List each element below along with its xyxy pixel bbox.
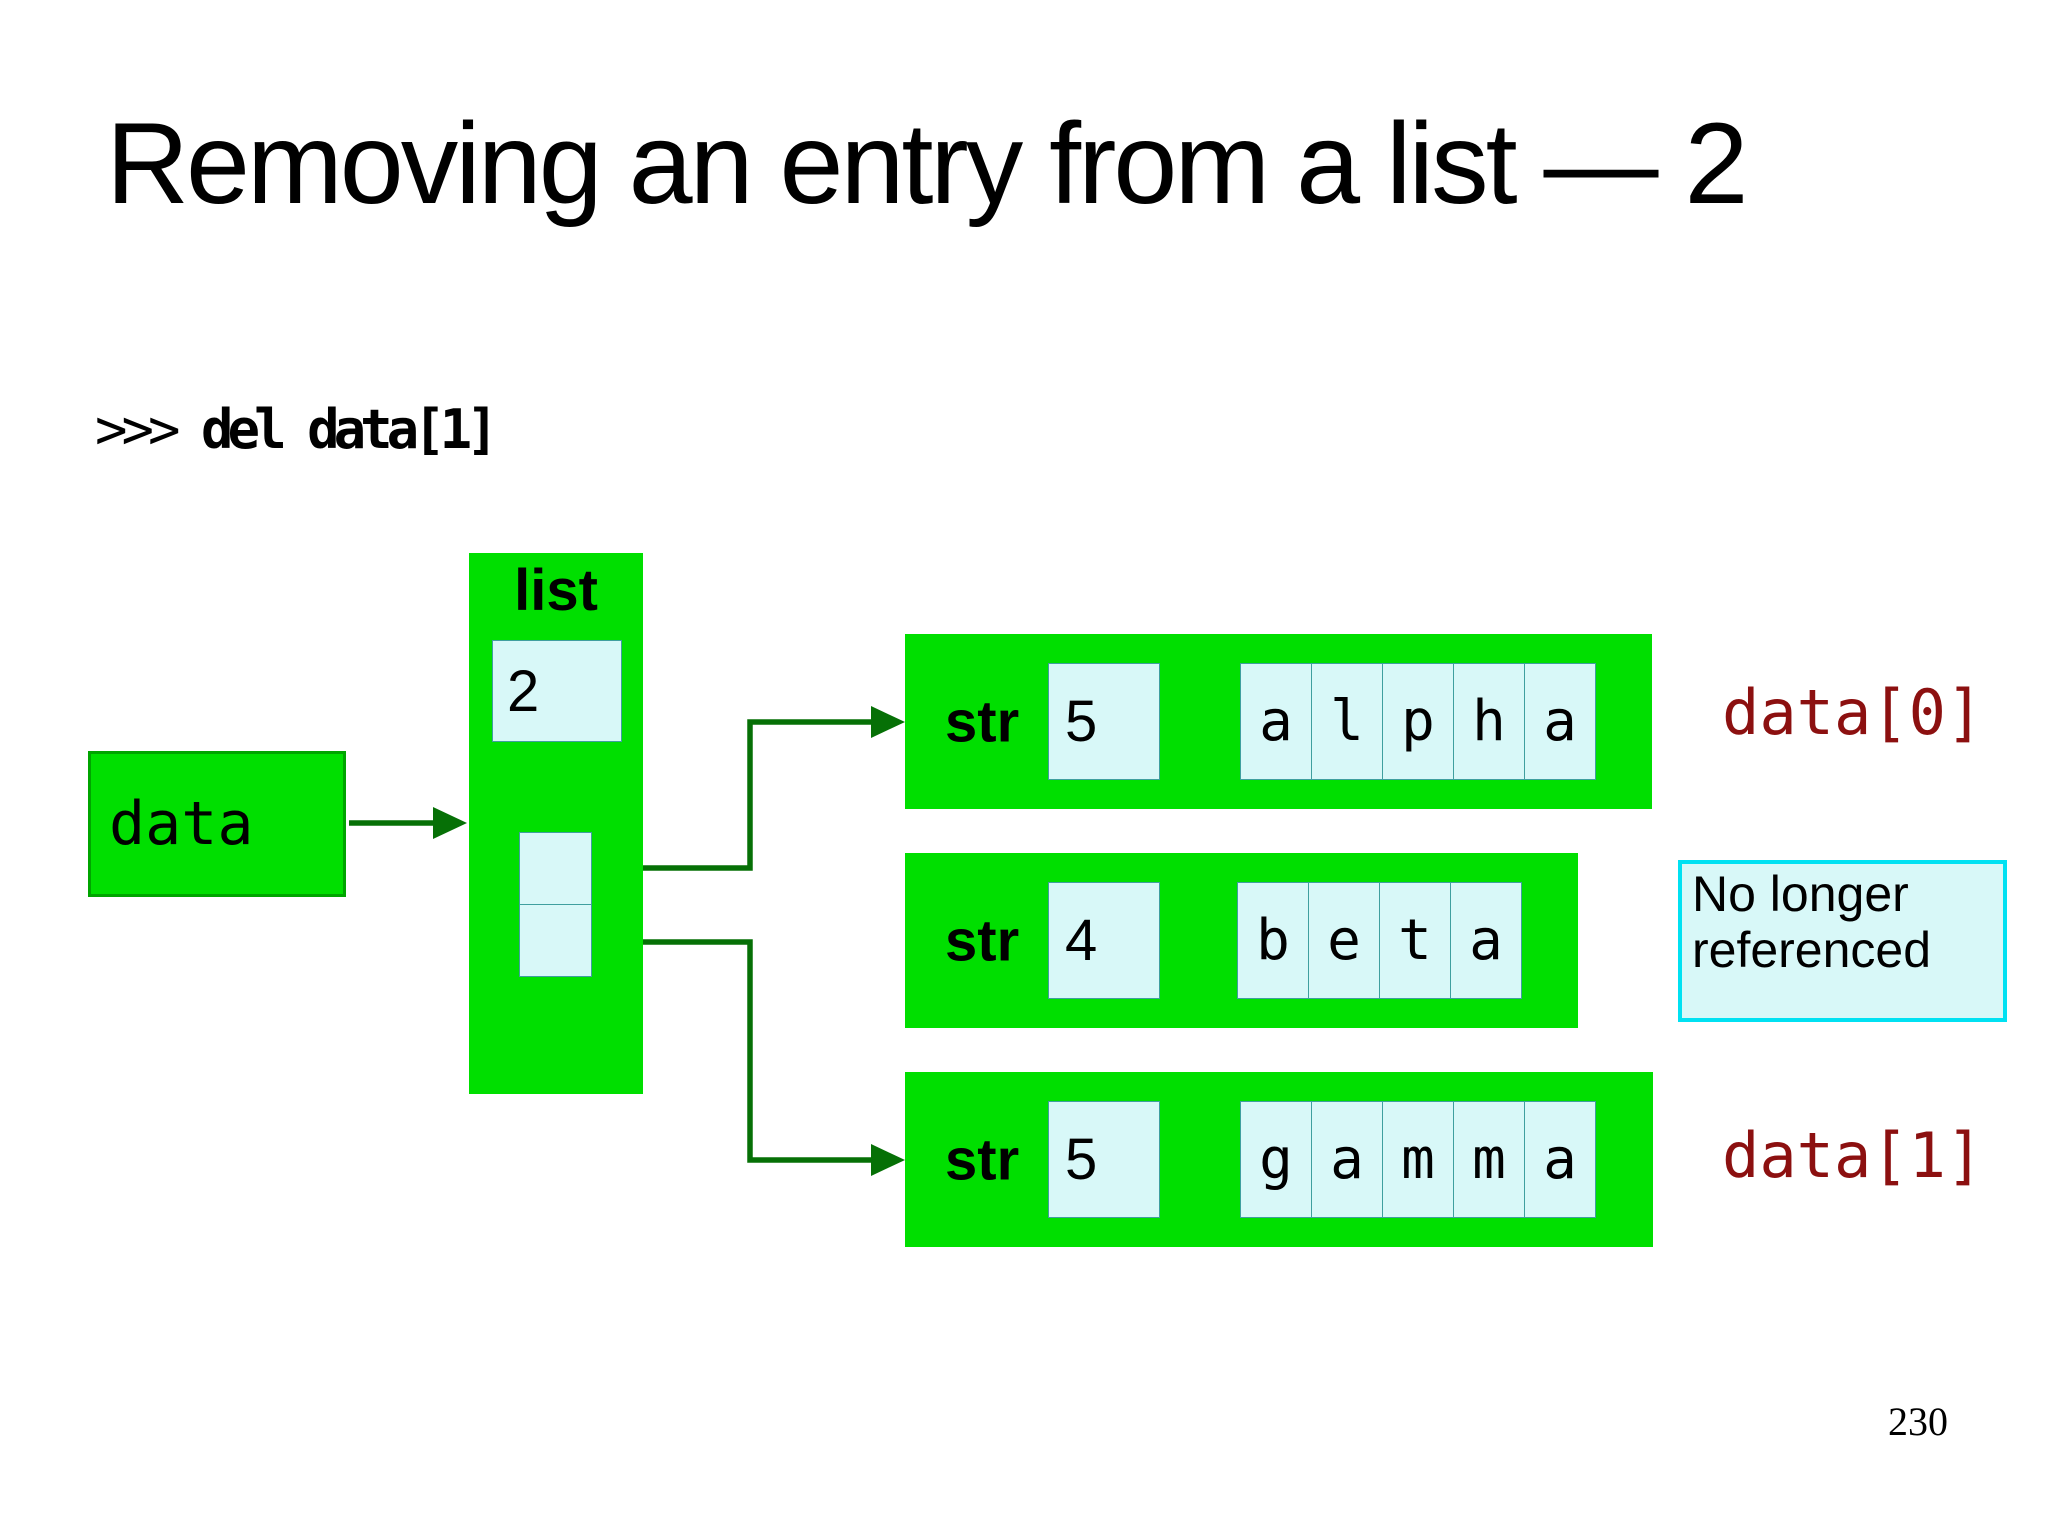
- arrowhead-data-to-list: [433, 807, 467, 839]
- python-code-line: >>> del data[1]: [95, 398, 499, 461]
- annotation-data1: data[1]: [1722, 1119, 1984, 1192]
- char-cell: m: [1382, 1101, 1454, 1218]
- char-cell: a: [1311, 1101, 1383, 1218]
- char-cell: p: [1382, 663, 1454, 780]
- str-type-label: str: [945, 689, 1020, 754]
- no-longer-referenced-note: No longer referenced: [1678, 860, 2007, 1022]
- arrowhead-list1-to-gamma: [871, 1144, 905, 1176]
- str-length-value: 5: [1065, 1127, 1098, 1192]
- char-cell: t: [1379, 882, 1451, 999]
- list-length-value: 2: [507, 658, 540, 724]
- list-pointer-cell-1: [519, 904, 592, 977]
- char-cell: a: [1524, 663, 1596, 780]
- annotation-data0: data[0]: [1722, 676, 1984, 749]
- char-cell: b: [1237, 882, 1309, 999]
- string-object-beta: str 4 b e t a: [905, 853, 1578, 1028]
- list-length-cell: 2: [492, 640, 622, 742]
- variable-box-data: data: [88, 751, 346, 897]
- slide-title: Removing an entry from a list — 2: [106, 100, 1748, 228]
- str-length-cell: 5: [1048, 663, 1160, 780]
- arrowhead-list0-to-alpha: [871, 706, 905, 738]
- str-type-label: str: [945, 1127, 1020, 1192]
- python-prompt: >>>: [95, 398, 202, 461]
- str-length-cell: 5: [1048, 1101, 1160, 1218]
- str-characters: b e t a: [1237, 882, 1522, 999]
- page-number: 230: [1888, 1399, 1948, 1444]
- str-length-value: 4: [1065, 908, 1098, 973]
- list-object-box: list 2: [469, 553, 643, 1094]
- char-cell: a: [1450, 882, 1522, 999]
- python-statement: del data[1]: [201, 398, 499, 461]
- char-cell: l: [1311, 663, 1383, 780]
- str-length-cell: 4: [1048, 882, 1160, 999]
- list-pointer-cell-0: [519, 832, 592, 905]
- char-cell: m: [1453, 1101, 1525, 1218]
- char-cell: a: [1240, 663, 1312, 780]
- note-line: No longer: [1692, 866, 1909, 922]
- note-line: referenced: [1692, 922, 1932, 978]
- str-characters: g a m m a: [1240, 1101, 1596, 1218]
- char-cell: h: [1453, 663, 1525, 780]
- string-object-gamma: str 5 g a m m a: [905, 1072, 1653, 1247]
- str-length-value: 5: [1065, 689, 1098, 754]
- str-characters: a l p h a: [1240, 663, 1596, 780]
- string-object-alpha: str 5 a l p h a: [905, 634, 1652, 809]
- char-cell: e: [1308, 882, 1380, 999]
- variable-name: data: [109, 789, 254, 859]
- char-cell: g: [1240, 1101, 1312, 1218]
- list-type-label: list: [514, 558, 598, 623]
- char-cell: a: [1524, 1101, 1596, 1218]
- str-type-label: str: [945, 908, 1020, 973]
